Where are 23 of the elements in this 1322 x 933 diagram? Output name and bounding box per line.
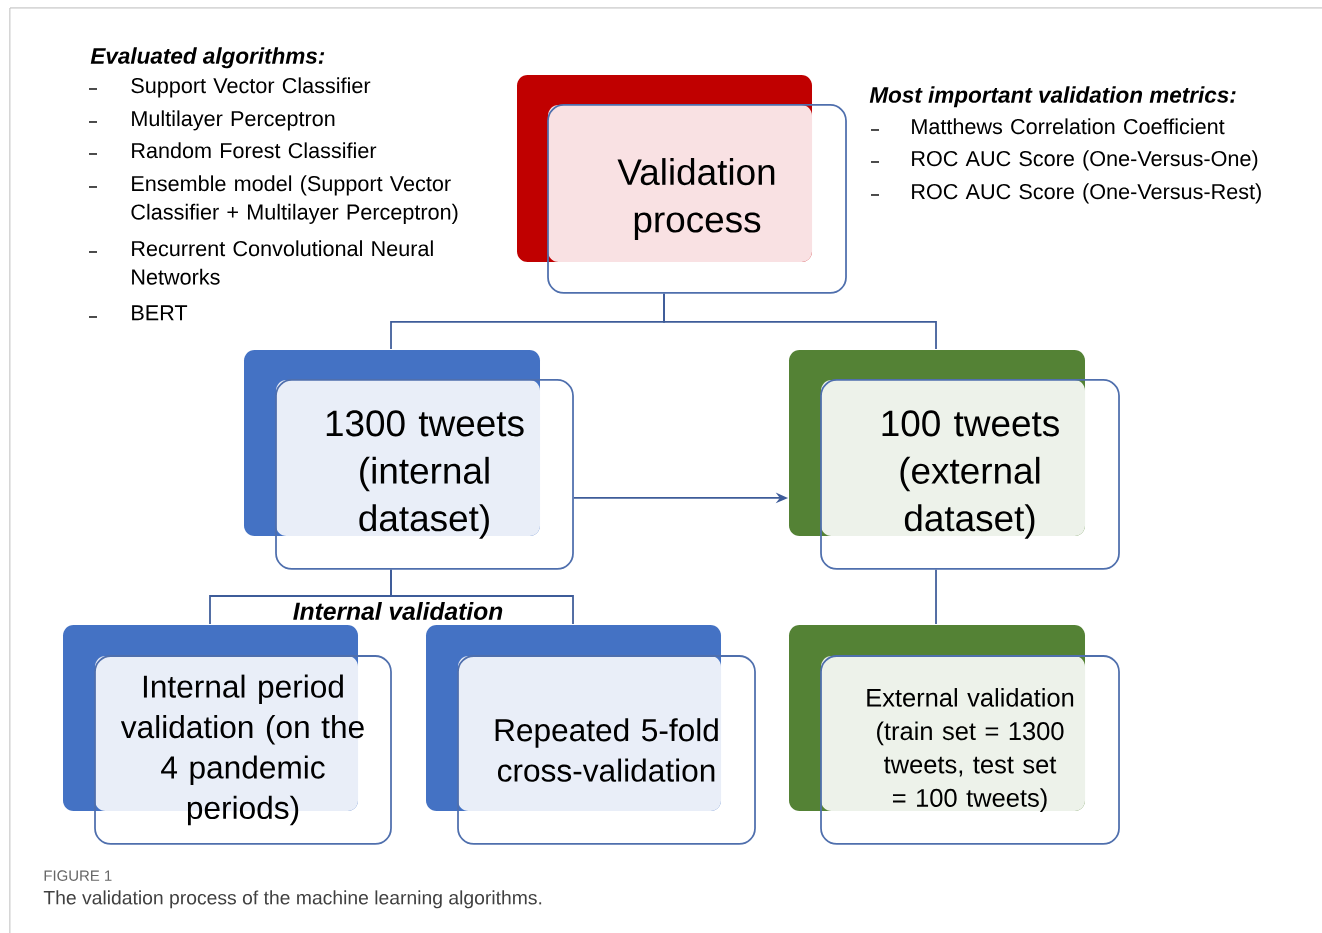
- connector: [663, 293, 937, 350]
- list-item: Ensemble model (Support Vector Classifier + Multilayer Perceptron): [131, 175, 458, 224]
- process-box: Repeated 5-fold cross-validation: [426, 625, 756, 845]
- list-item: Multilayer Perceptron: [132, 110, 335, 131]
- connector: [390, 569, 574, 625]
- list-item: BERT: [132, 305, 188, 321]
- list-item: Random Forest Classifier: [132, 142, 377, 159]
- list-item: Matthews Correlation Coefficient: [912, 118, 1225, 135]
- list-heading: Most important validation metrics:: [869, 86, 1236, 108]
- list-item: Support Vector Classifier: [131, 77, 371, 98]
- process-box: 1300 tweets (internal dataset): [244, 350, 574, 570]
- process-box: 100 tweets (external dataset): [789, 350, 1120, 570]
- process-box: Validation process: [517, 75, 847, 294]
- process-box: External validation (train set = 1300 tweets, test set = 100 tweets): [789, 625, 1120, 845]
- list-item: ROC AUC Score (One-Versus-One): [912, 150, 1258, 171]
- list-heading: Evaluated algorithms:: [90, 47, 325, 69]
- connector: [935, 569, 937, 625]
- figure-number: FIGURE 1: [44, 870, 112, 881]
- process-box: Internal period validation (on the 4 pandemic periods): [63, 625, 392, 845]
- list-item: ROC AUC Score (One-Versus-Rest): [912, 183, 1261, 204]
- list-item: Recurrent Convolutional Neural Networks: [132, 240, 433, 285]
- caption: The validation process of the machine learning algorithms.: [43, 890, 542, 909]
- bracket-label: Internal validation: [293, 601, 503, 621]
